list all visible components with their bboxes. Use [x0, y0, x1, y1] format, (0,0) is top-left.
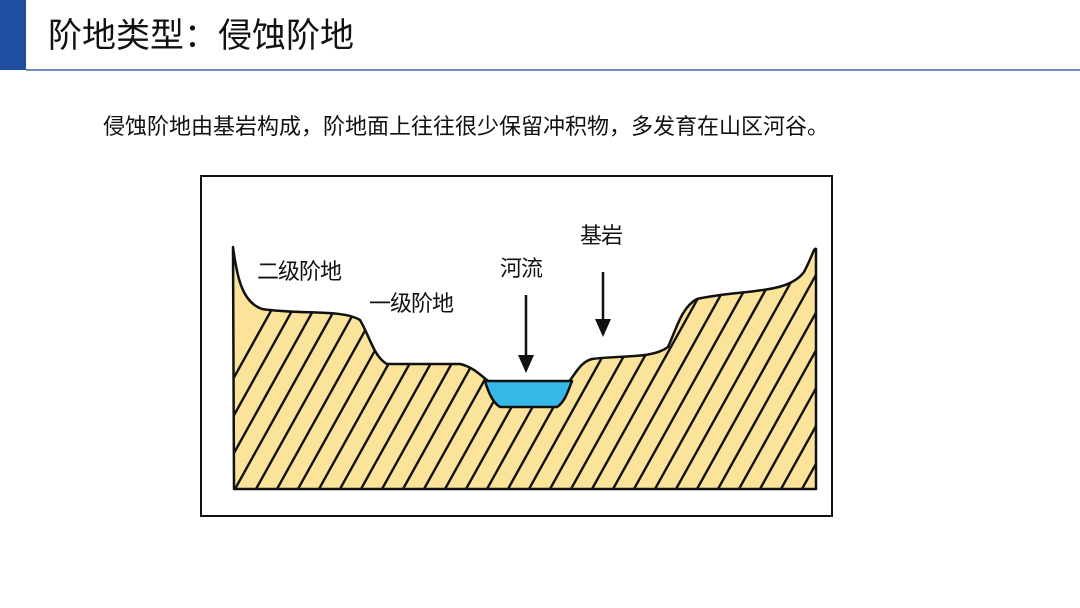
slide-description: 侵蚀阶地由基岩构成，阶地面上往往很少保留冲积物，多发育在山区河谷。 — [103, 112, 829, 144]
slide-title: 阶地类型：侵蚀阶地 — [48, 14, 354, 58]
terrace-cross-section-svg — [202, 177, 831, 515]
title-accent-bar — [0, 0, 26, 70]
label-river: 河流 — [500, 257, 542, 283]
erosion-terrace-diagram: 二级阶地 一级阶地 河流 基岩 — [200, 175, 833, 517]
river-water — [485, 381, 572, 407]
label-first-terrace: 一级阶地 — [369, 292, 453, 318]
title-divider — [26, 69, 1080, 71]
label-bedrock: 基岩 — [580, 224, 622, 250]
bedrock-arrow — [595, 272, 611, 337]
river-arrow — [518, 295, 534, 373]
label-second-terrace: 二级阶地 — [257, 260, 341, 286]
